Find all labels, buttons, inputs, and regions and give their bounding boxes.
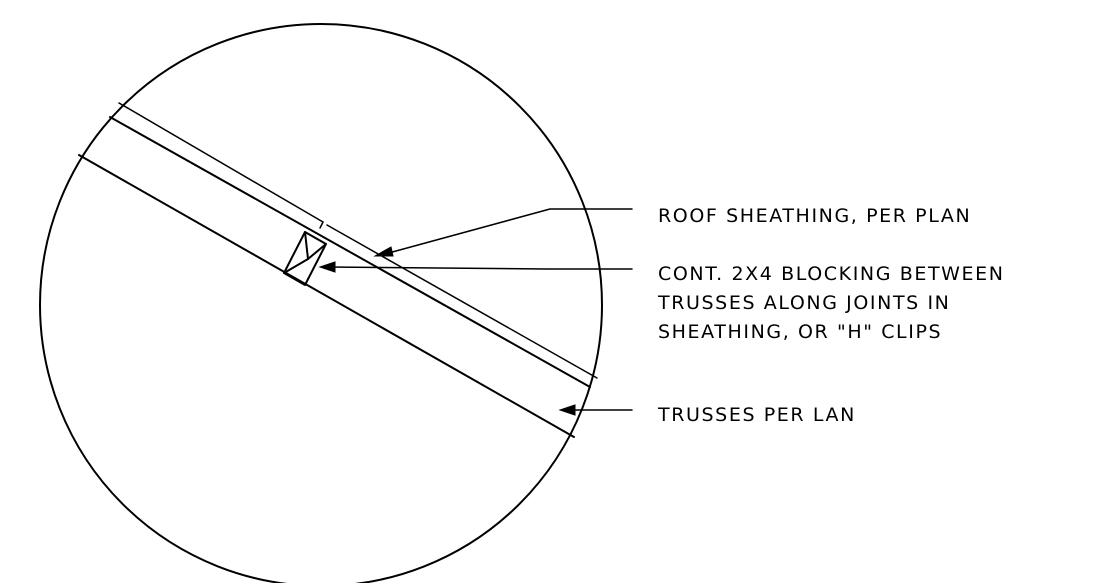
leader-roof-sheathing xyxy=(384,208,633,255)
sheathing-joint xyxy=(319,221,324,229)
blocking-cross-mark-1 xyxy=(304,231,309,260)
note-blocking-line-3: SHEATHING, OR "H" CLIPS xyxy=(658,321,942,343)
arrowhead-blocking xyxy=(318,261,336,273)
sheathing-top-edge-left xyxy=(118,102,324,223)
truss-top-chord-upper-edge xyxy=(109,116,591,388)
leader-blocking xyxy=(327,266,633,270)
arrowhead-roof-sheathing xyxy=(373,246,394,257)
detail-circle xyxy=(39,23,603,583)
truss-top-chord-lower-edge xyxy=(78,154,575,438)
blocking-2x4 xyxy=(283,231,327,286)
arrowhead-trusses xyxy=(558,404,576,416)
sheathing-top-edge-right xyxy=(326,224,598,379)
blocking-cross-mark-3 xyxy=(307,243,327,260)
blocking-cross-mark-2 xyxy=(283,258,309,274)
note-trusses: TRUSSES PER LAN xyxy=(657,404,856,426)
note-roof-sheathing: ROOF SHEATHING, PER PLAN xyxy=(658,205,971,227)
note-blocking-line-1: CONT. 2X4 BLOCKING BETWEEN xyxy=(658,263,1005,285)
note-blocking-line-2: TRUSSES ALONG JOINTS IN xyxy=(657,292,950,314)
